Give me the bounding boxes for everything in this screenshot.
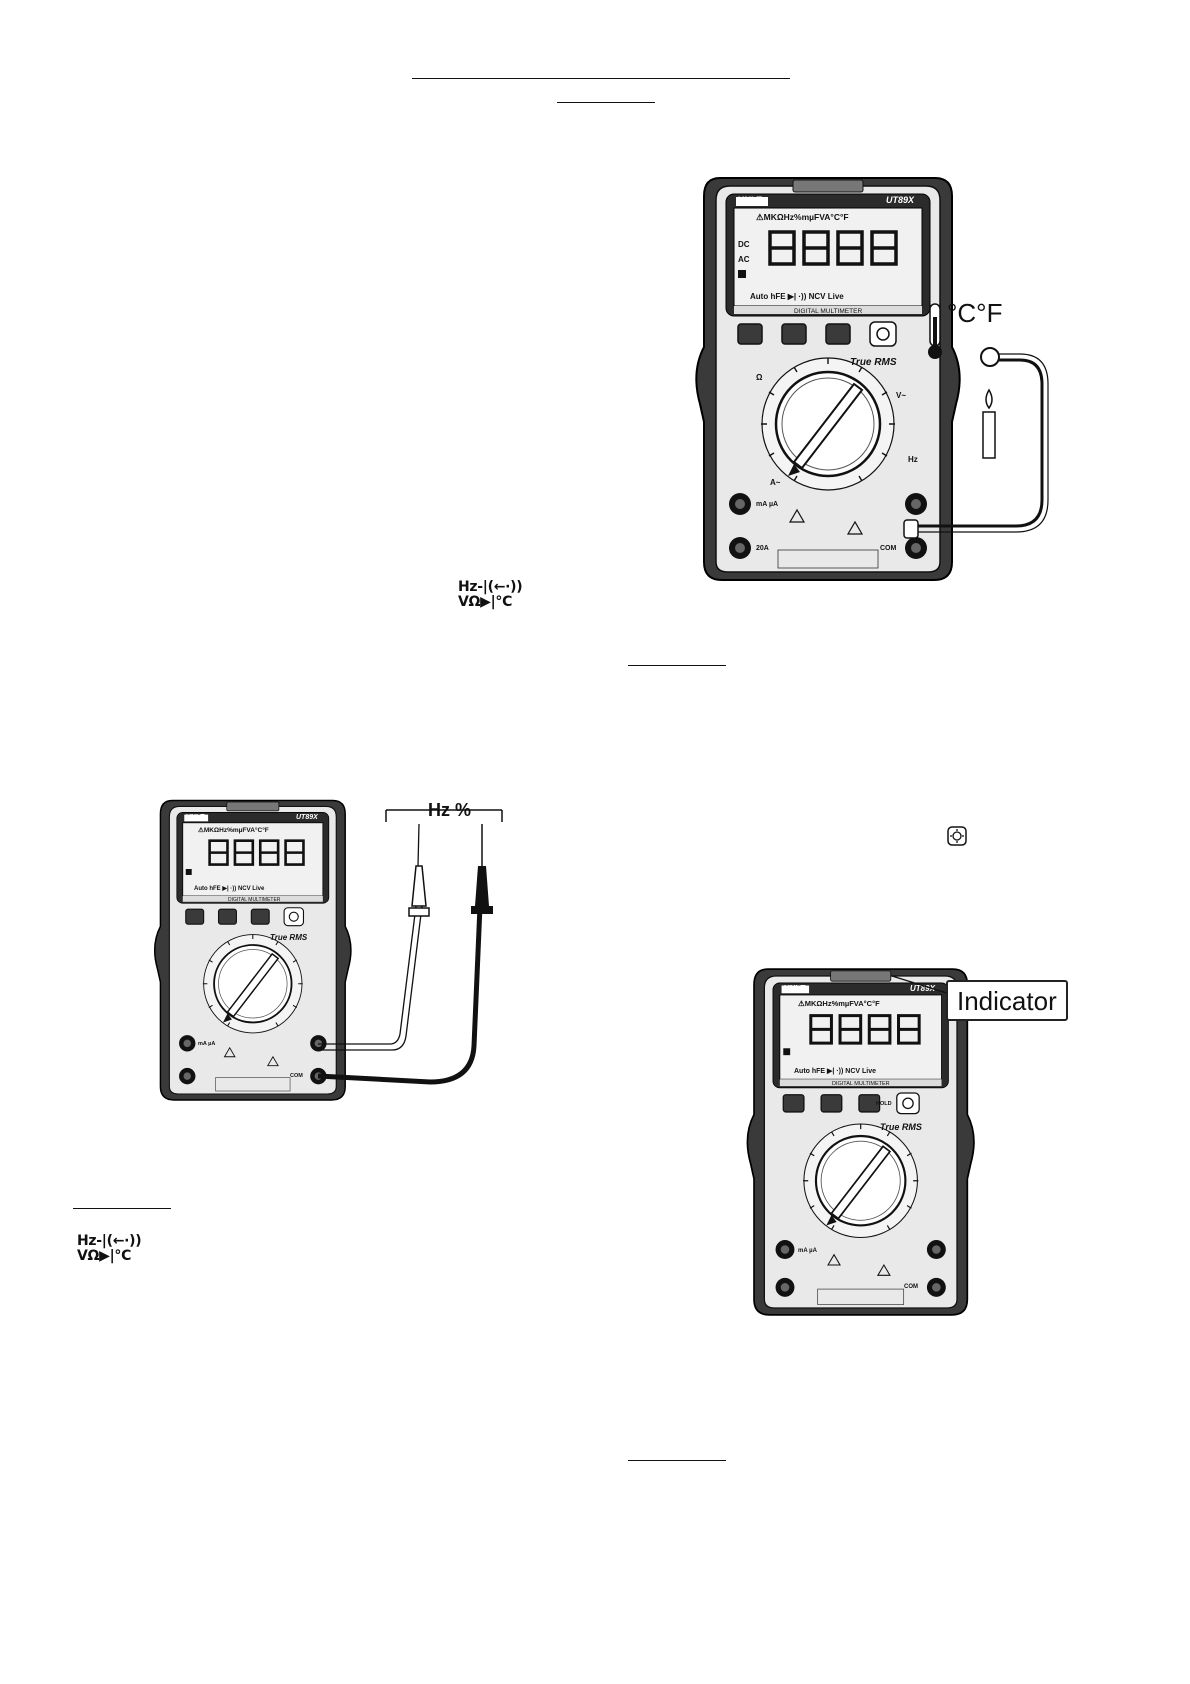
ma-ua-label: mA µA — [798, 1248, 818, 1254]
heading-rule-sub — [557, 102, 655, 103]
multimeter-illustration — [694, 176, 962, 582]
lcd-bottom-row: Auto hFE ▶| ·)) NCV Live — [194, 885, 265, 892]
meter-brand: UNI-T — [186, 814, 205, 821]
terminal-label-line1: Hz‑|(←·)) — [77, 1233, 142, 1249]
terminal-label-inline-2: Hz‑|(←·)) VΩ▶|°C — [77, 1233, 142, 1264]
v-label: V~ — [896, 391, 906, 400]
terminal-label-line2: VΩ▶|°C — [458, 594, 513, 610]
true-rms-label: True RMS — [270, 933, 308, 942]
com-label: COM — [290, 1073, 303, 1079]
20a-label: 20A — [756, 545, 769, 552]
multimeter-illustration — [745, 967, 976, 1317]
panel-caption: DIGITAL MULTIMETER — [228, 897, 281, 903]
multimeter-illustration — [153, 799, 353, 1102]
figure-temperature-measurement: UNI-T UT89X ⚠MKΩHz%mµFVA°C°F DC AC Auto … — [694, 176, 1049, 582]
hz-percent-label: Hz % — [428, 800, 471, 820]
figure-frequency-measurement: UNI-T UT89X ⚠MKΩHz%mµFVA°C°F Auto hFE ▶|… — [153, 799, 503, 1102]
lcd-dc: DC — [738, 240, 750, 249]
a-label: A~ — [770, 478, 781, 487]
heading-rule-top — [412, 78, 790, 79]
lcd-bottom-row: Auto hFE ▶| ·)) NCV Live — [750, 292, 844, 301]
figure-caption-rule-1 — [628, 665, 726, 666]
terminal-label-inline-1: Hz‑|(←·)) VΩ▶|°C — [458, 579, 523, 610]
hz-label: Hz — [908, 455, 918, 464]
terminal-label-line2: VΩ▶|°C — [77, 1248, 132, 1264]
figure-caption-rule-3 — [628, 1460, 726, 1461]
figure-caption-rule-2 — [73, 1208, 171, 1209]
lcd-ac: AC — [738, 255, 750, 264]
candle-icon — [982, 388, 996, 459]
meter-brand: UNI-T — [784, 984, 805, 993]
com-label: COM — [904, 1284, 918, 1290]
indicator-callout: Indicator — [946, 980, 1068, 1021]
temperature-units-label: °C°F — [947, 298, 1002, 328]
meter-model: UT89X — [886, 195, 915, 205]
panel-caption: DIGITAL MULTIMETER — [794, 308, 862, 315]
lcd-annunciators: ⚠MKΩHz%mµFVA°C°F — [756, 212, 849, 222]
terminal-label-line1: Hz‑|(←·)) — [458, 579, 523, 595]
ohm-label: Ω — [756, 373, 763, 382]
figure-indicator: UNI-T UT89X ⚠MKΩHz%mµFVA°C°F Auto hFE ▶|… — [745, 967, 976, 1317]
com-label: COM — [880, 545, 897, 552]
ma-ua-label: mA µA — [198, 1041, 215, 1047]
ma-ua-label: mA µA — [756, 501, 778, 508]
thermometer-icon — [928, 303, 942, 359]
meter-model: UT89X — [910, 984, 936, 993]
meter-model: UT89X — [296, 814, 319, 821]
hold-button-label: HOLD — [876, 1101, 892, 1107]
panel-caption: DIGITAL MULTIMETER — [832, 1081, 890, 1087]
lcd-annunciators: ⚠MKΩHz%mµFVA°C°F — [798, 999, 880, 1008]
meter-brand: UNI-T — [738, 195, 762, 205]
lcd-annunciators: ⚠MKΩHz%mµFVA°C°F — [198, 826, 269, 834]
true-rms-label: True RMS — [850, 357, 897, 368]
true-rms-label: True RMS — [880, 1122, 922, 1132]
lcd-bottom-row: Auto hFE ▶| ·)) NCV Live — [794, 1068, 876, 1075]
select-button-icon — [947, 826, 967, 846]
